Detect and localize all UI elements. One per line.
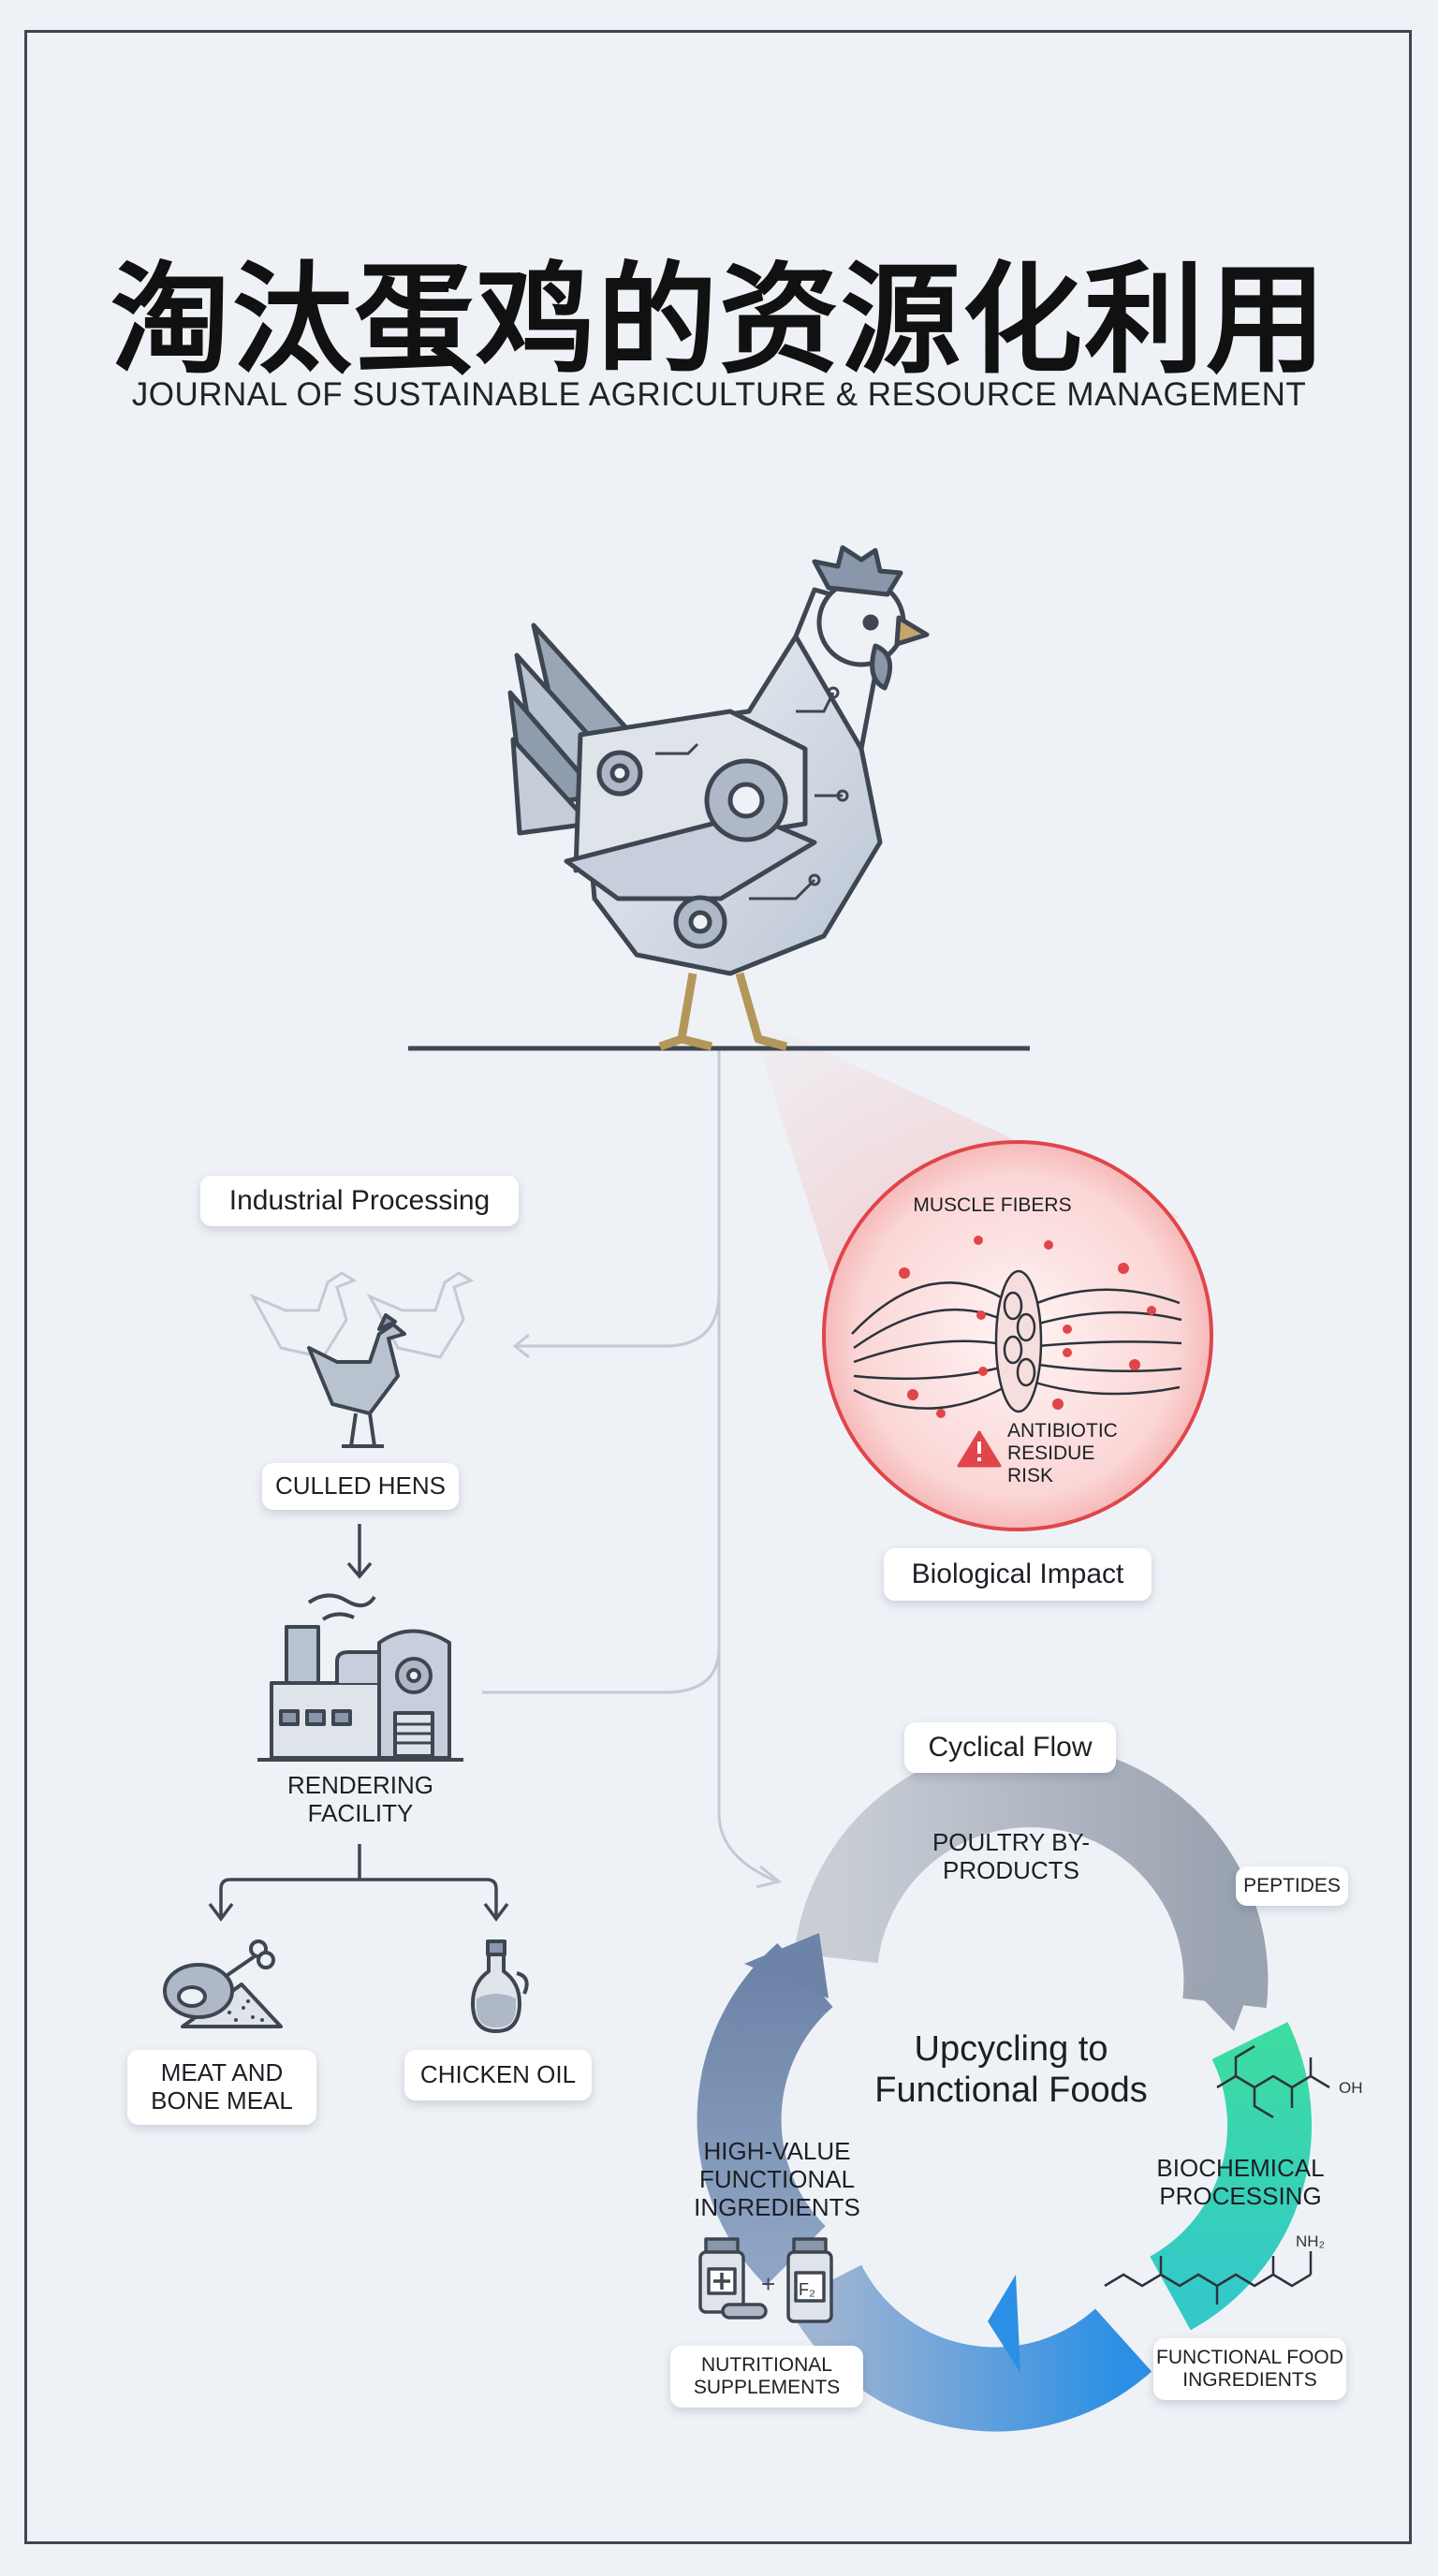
meat-bone-meal-label: MEAT AND BONE MEAL [127,2050,316,2125]
rendering-facility-label: RENDERING FACILITY [286,1771,433,1827]
split-arrows-icon [208,1844,509,1922]
residue-dots [899,1236,1156,1418]
robot-chicken-icon [507,545,930,1051]
biological-impact-heading: Biological Impact [884,1548,1152,1601]
chicken-oil-label: CHICKEN OIL [404,2050,592,2100]
page-subtitle: JOURNAL OF SUSTAINABLE AGRICULTURE & RES… [131,376,1307,413]
peptides-label: PEPTIDES [1236,1866,1348,1906]
poultry-byproducts-label: POULTRY BY-PRODUCTS [932,1828,1091,1884]
functional-food-ingredients-label: FUNCTIONAL FOOD INGREDIENTS [1153,2338,1346,2400]
arrow-to-hens-icon [512,1333,530,1359]
food-molecule-icon [1104,2251,1313,2305]
industrial-processing-heading: Industrial Processing [200,1176,519,1226]
page-frame [24,30,1412,2544]
chem-oh-label: OH [1339,2079,1363,2097]
arrow-to-cycle-icon [756,1865,783,1889]
oil-bottle-icon [471,1939,529,2033]
page-title: 淘汰蛋鸡的资源化利用 [110,250,1328,390]
warning-icon [957,1430,1002,1468]
meat-bone-icon [163,1939,283,2028]
antibiotic-risk-label: ANTIBIOTIC RESIDUE RISK [1007,1420,1118,1487]
plus-sign: + [761,2270,775,2298]
chem-f2-label: F₂ [799,2280,815,2299]
arrow-head-left-icon [744,1933,829,1998]
connector-lines [482,1050,778,1883]
cycle-ring [697,1743,1313,2432]
chem-nh2-label: NH₂ [1296,2232,1325,2250]
factory-icon [257,1593,463,1762]
arrow-head-top-icon [1189,1975,1255,2031]
arrow-head-bottom-icon [988,2275,1020,2373]
muscle-fibers-icon [851,1269,1182,1413]
high-value-ingredients-label: HIGH-VALUE FUNCTIONAL INGREDIENTS [694,2137,860,2221]
supplement-icon [698,2237,833,2323]
culled-hens-label: CULLED HENS [262,1463,459,1510]
cycle-center-title: Upcycling to Functional Foods [874,2029,1148,2110]
circuit-traces [655,686,849,900]
peptide-molecule-icon [1216,2044,1330,2119]
culled-hen-icon [307,1313,406,1448]
cyclical-flow-heading: Cyclical Flow [904,1722,1116,1773]
arrow-down-icon [346,1524,373,1579]
hens-icon [249,1271,475,1359]
muscle-fibers-label: MUSCLE FIBERS [913,1194,1072,1216]
nutritional-supplements-label: NUTRITIONAL SUPPLEMENTS [670,2346,863,2408]
gear-icon [596,750,788,949]
biochemical-processing-label: BIOCHEMICAL PROCESSING [1156,2154,1325,2210]
